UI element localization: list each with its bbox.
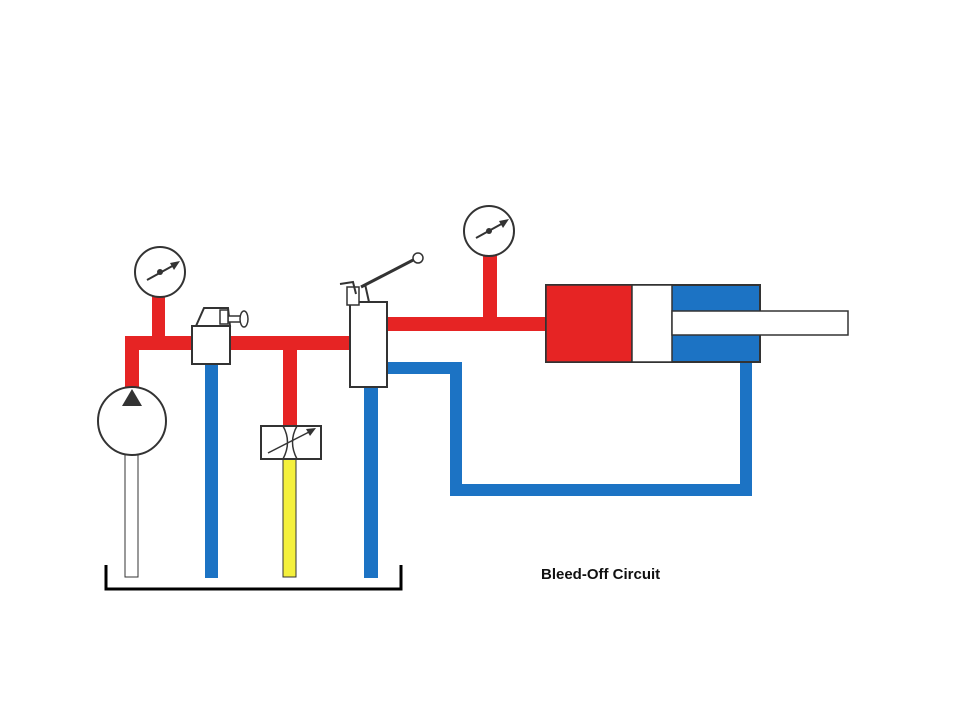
pressure-lines [125,253,550,426]
relief-valve-icon [191,307,249,365]
directional-valve-icon [339,252,424,388]
cylinder-gauge-icon [463,205,515,257]
bleed-line [282,458,297,578]
reservoir [104,565,403,591]
pump-suction-line [124,452,139,578]
diagram-title: Bleed-Off Circuit [541,566,661,583]
cylinder-icon [545,284,849,363]
flow-control-valve-icon [260,425,322,460]
return-lines [205,340,752,578]
pump-icon [97,386,167,456]
pump-gauge-icon [134,246,186,298]
